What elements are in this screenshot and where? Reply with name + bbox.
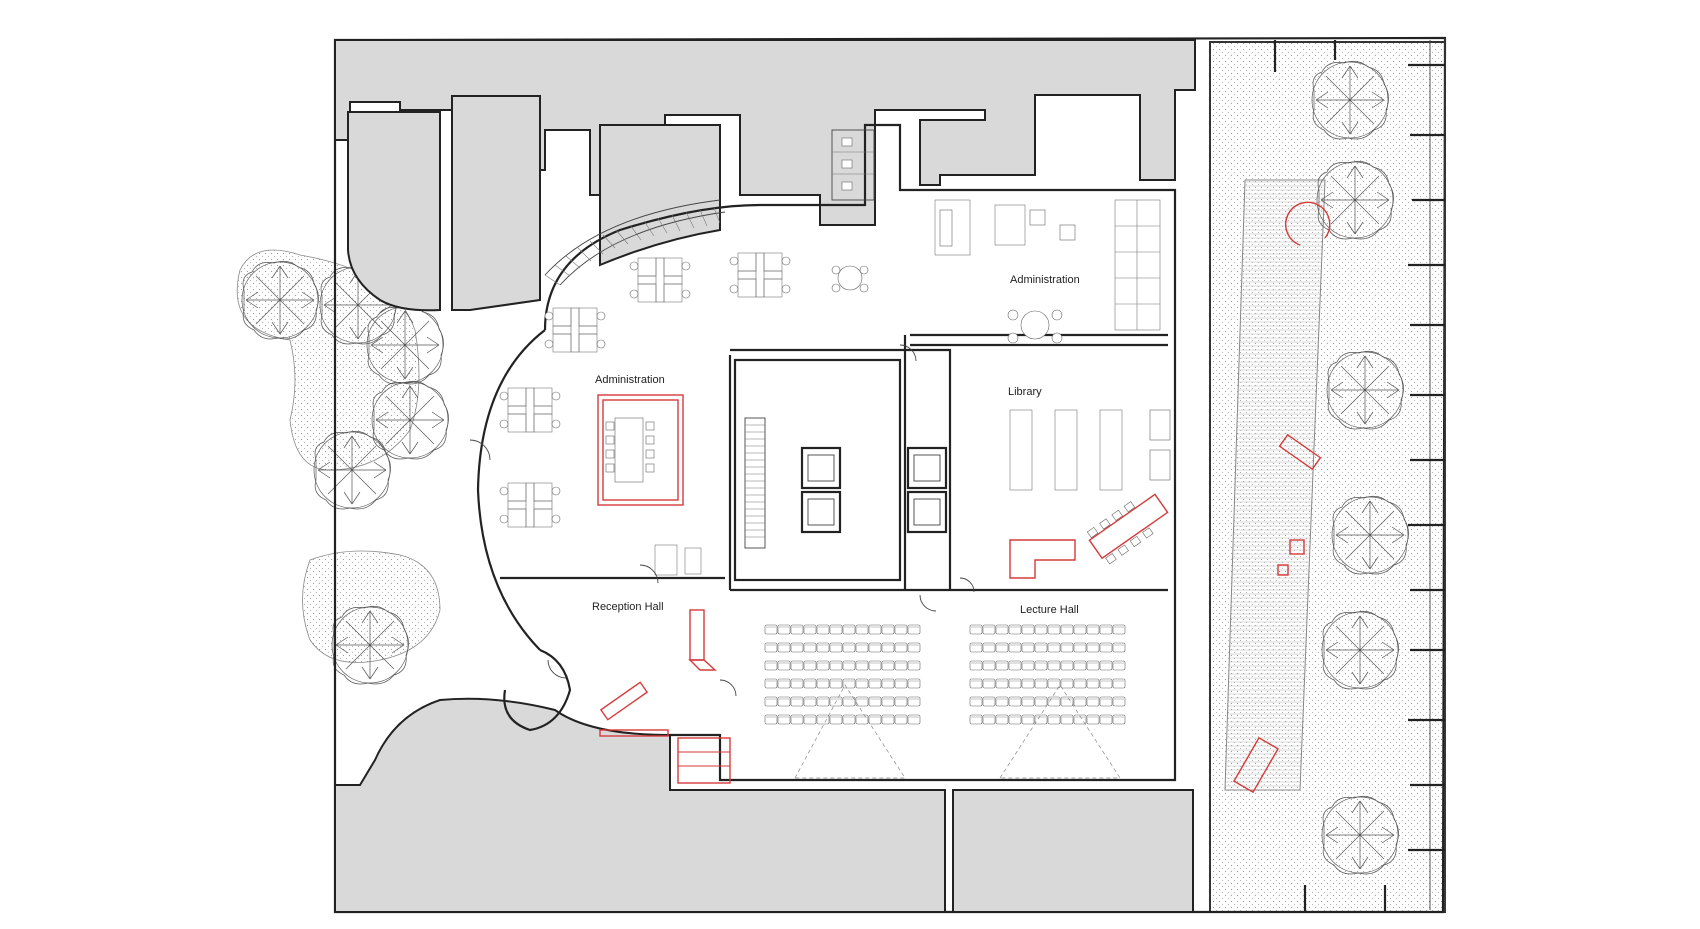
- workstations-admin-west: [499, 252, 869, 576]
- reception-furniture: [599, 609, 731, 784]
- stair-icon: [544, 199, 726, 286]
- label-lecture-hall: Lecture Hall: [1020, 604, 1079, 616]
- deck-ramp: [1224, 179, 1326, 791]
- east-fence: [1429, 38, 1446, 912]
- library-shelves: [1009, 409, 1171, 579]
- east-fence-posts: [1273, 40, 1445, 912]
- door-swing-icon: [469, 344, 975, 697]
- building-walls: [476, 123, 1177, 782]
- deck-furniture: [1233, 201, 1331, 794]
- label-reception-hall: Reception Hall: [592, 601, 664, 613]
- label-administration-east: Administration: [1010, 274, 1080, 286]
- existing-building-south: [334, 697, 1194, 913]
- existing-building-west: [347, 95, 721, 312]
- core: [733, 358, 902, 582]
- label-administration-west: Administration: [595, 374, 665, 386]
- meeting-room-highlight: [597, 394, 684, 506]
- lecture-seating: [765, 625, 1125, 779]
- workstations-admin-east: [934, 199, 1161, 344]
- elevator-icon: [800, 446, 948, 534]
- restrooms: [831, 129, 875, 201]
- label-library: Library: [1008, 386, 1042, 398]
- site-boundary: [333, 36, 1447, 914]
